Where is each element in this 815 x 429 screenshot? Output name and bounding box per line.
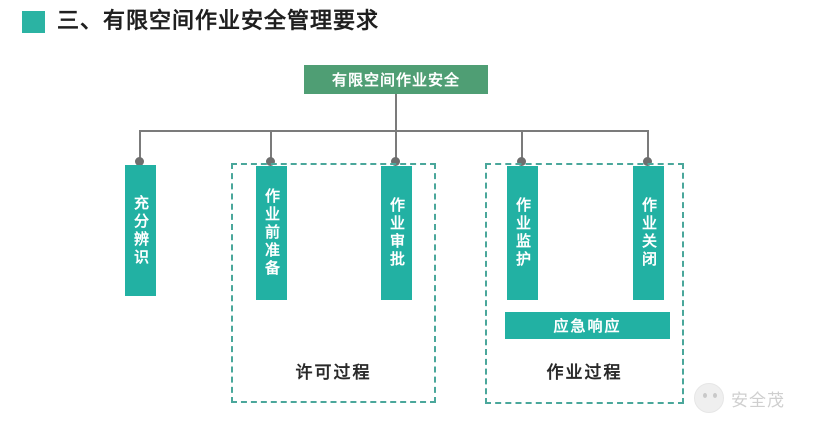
group-caption-work-process: 作业过程 <box>546 363 623 383</box>
group-box-permit-process <box>231 163 436 403</box>
node-full-identification[interactable]: 充分辨识 <box>125 165 156 296</box>
node-work-approval[interactable]: 作业审批 <box>381 166 412 300</box>
connector-drop-4 <box>521 130 523 160</box>
watermark: 安全茂 <box>694 383 785 413</box>
watermark-text: 安全茂 <box>731 390 785 411</box>
node-pre-work-preparation[interactable]: 作业前准备 <box>256 166 287 300</box>
group-caption-permit-process: 许可过程 <box>295 363 372 383</box>
connector-dot-1 <box>135 157 144 166</box>
connector-drop-2 <box>270 130 272 160</box>
connector-drop-1 <box>139 130 141 160</box>
connector-horizontal-bus <box>140 130 649 132</box>
title-bullet-square <box>22 11 45 33</box>
root-node-confined-space-safety[interactable]: 有限空间作业安全 <box>304 65 488 94</box>
node-work-closure[interactable]: 作业关闭 <box>633 166 664 300</box>
watermark-logo-icon <box>694 383 724 413</box>
group-box-work-process <box>485 163 684 404</box>
connector-dot-4 <box>517 157 526 166</box>
connector-dot-3 <box>391 157 400 166</box>
connector-drop-3 <box>395 130 397 160</box>
node-work-supervision[interactable]: 作业监护 <box>507 166 538 300</box>
node-emergency-response[interactable]: 应急响应 <box>505 312 670 339</box>
connector-root-stem <box>395 94 397 131</box>
connector-drop-5 <box>647 130 649 160</box>
page-title: 三、有限空间作业安全管理要求 <box>57 9 380 34</box>
connector-dot-5 <box>643 157 652 166</box>
connector-dot-2 <box>266 157 275 166</box>
